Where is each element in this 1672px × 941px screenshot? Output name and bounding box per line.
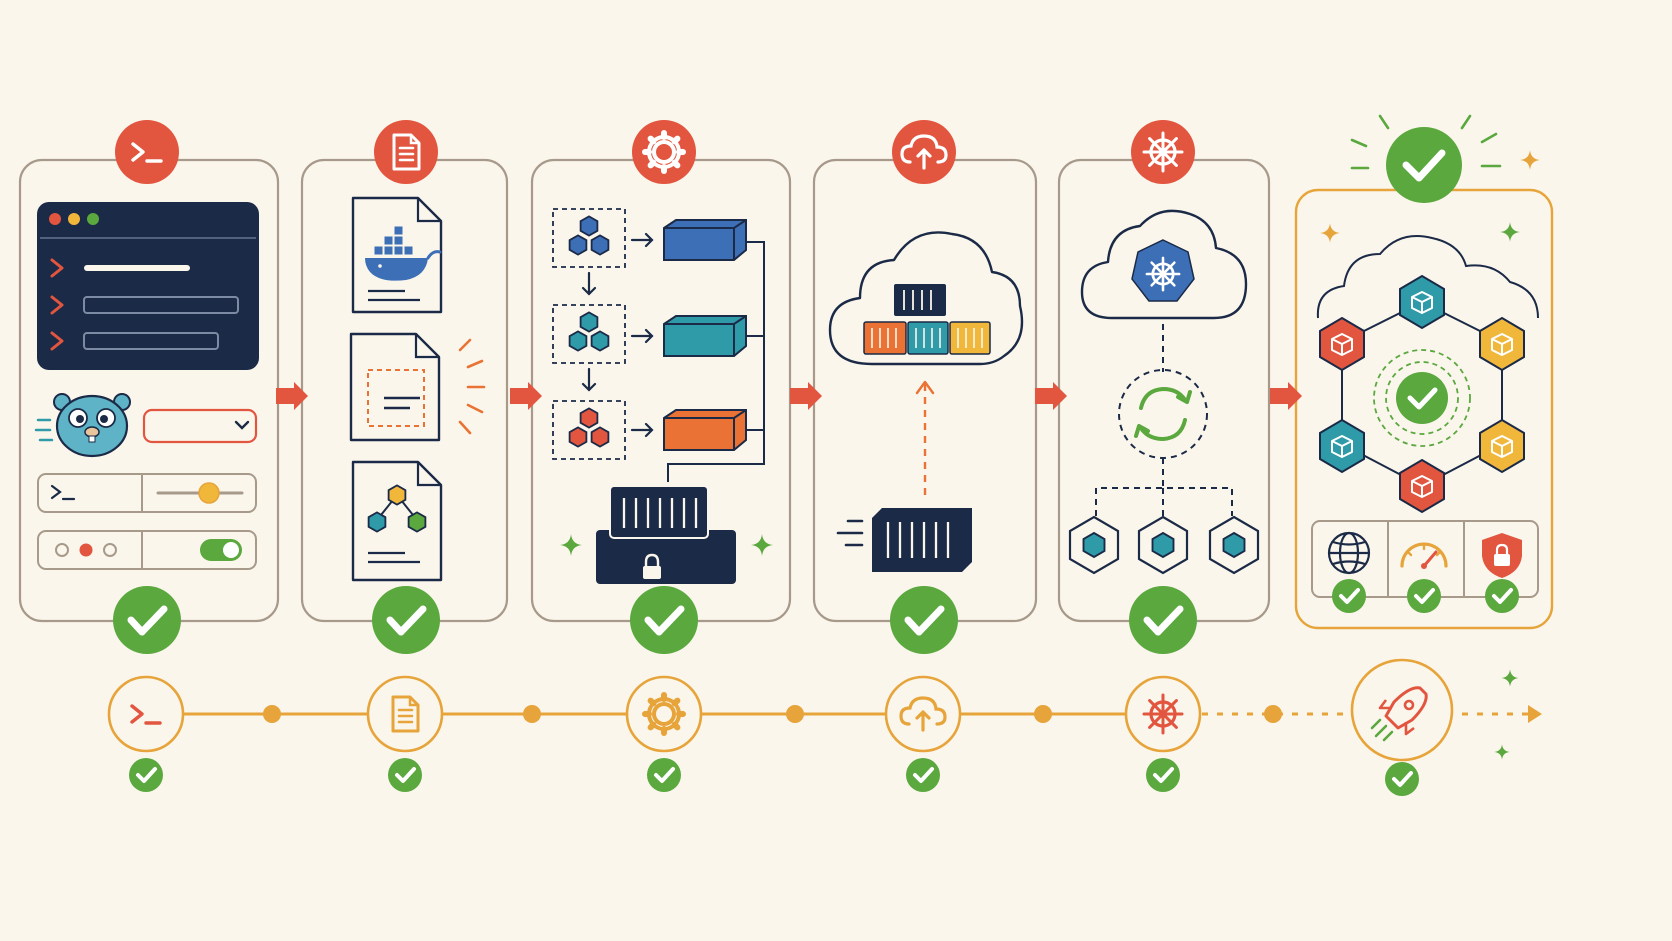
- stage-develop-card: [18, 120, 280, 654]
- config-file-document: [349, 332, 441, 442]
- service-mesh: [1319, 274, 1525, 514]
- stage-orchestrate-card: [1057, 120, 1271, 654]
- timeline-develop-check-icon: [127, 756, 165, 794]
- stage-build-card: [530, 120, 792, 654]
- pushed-image-container: [836, 508, 972, 572]
- arrow-right-icon: [276, 382, 308, 410]
- stage-dockerfile-card: [300, 120, 509, 654]
- stage-orchestrate-check-icon: [1129, 586, 1197, 654]
- production-checks-panel: [1311, 520, 1539, 615]
- sparkle-icon: [1501, 669, 1519, 687]
- arrow-right-icon: [1270, 382, 1302, 410]
- stage-production-header-icon: [1386, 127, 1462, 203]
- docker-file-document: [351, 196, 443, 314]
- timeline-dockerfile-check-icon: [386, 756, 424, 794]
- timeline-deploy-check-icon: [1383, 760, 1421, 798]
- docker-whale-icon: [365, 225, 442, 281]
- stage-orchestrate-header-icon: [1131, 120, 1195, 184]
- dropdown-select: [142, 408, 258, 444]
- arrow-right-icon: [510, 382, 542, 410]
- stage-develop-check-icon: [113, 586, 181, 654]
- timeline-node-build: [625, 675, 703, 753]
- timeline-arrow-icon: [1528, 705, 1542, 723]
- burst-lines: [458, 338, 486, 435]
- sparkle-icon: [1494, 744, 1510, 760]
- stage-push-check-icon: [890, 586, 958, 654]
- arrow-right-icon: [1035, 382, 1067, 410]
- sparkle-icon: [1520, 150, 1540, 170]
- security-check-icon: [1483, 577, 1521, 615]
- control-row-toggle: [37, 530, 257, 570]
- timeline-push-check-icon: [904, 756, 942, 794]
- container-registry-cloud: [828, 231, 1024, 366]
- stage-build-check-icon: [630, 586, 698, 654]
- built-image-stack: [596, 485, 736, 584]
- layer-build-orange: [552, 400, 747, 460]
- rocket-icon: [1370, 686, 1428, 742]
- lock-icon: [643, 553, 661, 579]
- timeline-node-dockerfile: [366, 675, 444, 753]
- layer-build-blue: [552, 208, 747, 268]
- globe-icon: [1327, 531, 1371, 575]
- pod-hexagons: [1068, 515, 1260, 575]
- terminal-window: [37, 202, 259, 370]
- stage-connector-arrows: [276, 382, 1302, 410]
- stage-push-header-icon: [892, 120, 956, 184]
- timeline-build-check-icon: [645, 756, 683, 794]
- stage-push-card: [812, 120, 1038, 654]
- layer-build-teal: [552, 304, 747, 364]
- celebration-rays: [1350, 114, 1502, 170]
- arrow-right-icon: [790, 382, 822, 410]
- control-row-slider: [37, 473, 257, 513]
- stage-production-card: [1294, 114, 1554, 630]
- shield-lock-icon: [1482, 533, 1522, 578]
- performance-check-icon: [1405, 577, 1443, 615]
- progress-timeline: [107, 658, 1542, 798]
- dependency-file-document: [351, 460, 443, 582]
- stage-develop-header-icon: [115, 120, 179, 184]
- timeline-node-orchestrate: [1124, 675, 1202, 753]
- gopher-mascot: [34, 393, 131, 458]
- timeline-orchestrate-check-icon: [1144, 756, 1182, 794]
- timeline-node-deploy: [1350, 658, 1454, 762]
- timeline-node-push: [884, 675, 962, 753]
- stage-dockerfile-check-icon: [372, 586, 440, 654]
- cluster-cloud: [1080, 209, 1248, 320]
- globe-check-icon: [1330, 577, 1368, 615]
- stage-build-header-icon: [632, 120, 696, 184]
- stage-dockerfile-header-icon: [374, 120, 438, 184]
- speedometer-icon: [1400, 542, 1448, 569]
- timeline-node-develop: [107, 675, 185, 753]
